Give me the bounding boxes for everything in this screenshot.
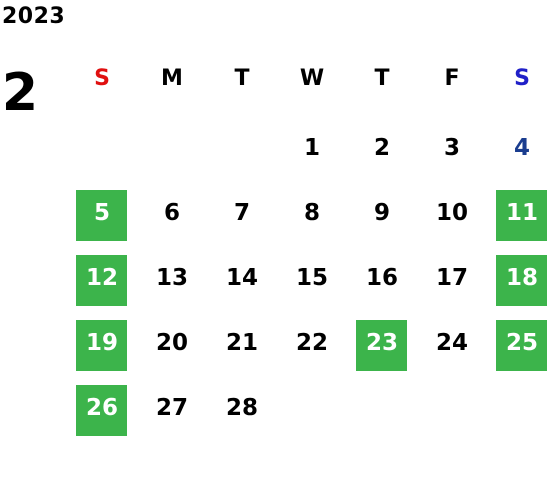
empty-day-cell <box>347 381 417 446</box>
day-cell[interactable]: 20 <box>137 316 207 381</box>
day-number: 18 <box>505 265 538 291</box>
day-number: 27 <box>155 395 188 421</box>
empty-day-cell <box>277 381 347 446</box>
weekday-header-sunday: S <box>94 65 110 91</box>
weekday-header-thursday: T <box>374 65 390 91</box>
day-number: 1 <box>303 135 320 161</box>
weekday-header-friday: F <box>444 65 460 91</box>
day-number: 19 <box>85 330 118 356</box>
day-number: 7 <box>233 200 250 226</box>
day-number: 10 <box>435 200 468 226</box>
day-cell[interactable]: 26 <box>67 381 137 446</box>
day-cell[interactable]: 25 <box>487 316 548 381</box>
year-label: 2023 <box>2 4 66 29</box>
empty-day-cell <box>487 381 548 446</box>
day-number: 6 <box>163 200 180 226</box>
day-number: 23 <box>365 330 398 356</box>
day-number: 5 <box>93 200 110 226</box>
day-number: 28 <box>225 395 258 421</box>
day-number: 4 <box>513 135 530 161</box>
day-number: 21 <box>225 330 258 356</box>
day-cell[interactable]: 5 <box>67 186 137 251</box>
day-cell[interactable]: 18 <box>487 251 548 316</box>
day-cell[interactable]: 28 <box>207 381 277 446</box>
day-number: 26 <box>85 395 118 421</box>
weekday-header-monday: M <box>161 65 183 91</box>
empty-day-cell <box>207 121 277 186</box>
day-cell[interactable]: 3 <box>417 121 487 186</box>
day-cell[interactable]: 1 <box>277 121 347 186</box>
day-cell[interactable]: 6 <box>137 186 207 251</box>
day-cell[interactable]: 15 <box>277 251 347 316</box>
weekday-header-tuesday: T <box>234 65 250 91</box>
empty-day-cell <box>137 121 207 186</box>
day-cell[interactable]: 7 <box>207 186 277 251</box>
day-number: 20 <box>155 330 188 356</box>
day-cell[interactable]: 19 <box>67 316 137 381</box>
empty-day-cell <box>67 121 137 186</box>
day-cell[interactable]: 17 <box>417 251 487 316</box>
day-cell[interactable]: 23 <box>347 316 417 381</box>
day-cell[interactable]: 16 <box>347 251 417 316</box>
day-cell[interactable]: 2 <box>347 121 417 186</box>
weekday-header-saturday: S <box>514 65 530 91</box>
day-number: 9 <box>373 200 390 226</box>
day-number: 13 <box>155 265 188 291</box>
day-cell[interactable]: 12 <box>67 251 137 316</box>
day-cell[interactable]: 21 <box>207 316 277 381</box>
day-number: 14 <box>225 265 258 291</box>
month-label: 2 <box>1 63 39 123</box>
day-number: 11 <box>505 200 538 226</box>
day-cell[interactable]: 13 <box>137 251 207 316</box>
day-number: 15 <box>295 265 328 291</box>
day-cell[interactable]: 10 <box>417 186 487 251</box>
day-cell[interactable]: 22 <box>277 316 347 381</box>
day-cell[interactable]: 14 <box>207 251 277 316</box>
day-cell[interactable]: 8 <box>277 186 347 251</box>
day-cell[interactable]: 4 <box>487 121 548 186</box>
weekday-header-wednesday: W <box>299 65 325 91</box>
day-number: 22 <box>295 330 328 356</box>
day-number: 24 <box>435 330 468 356</box>
day-cell[interactable]: 9 <box>347 186 417 251</box>
day-cell[interactable]: 11 <box>487 186 548 251</box>
empty-day-cell <box>417 381 487 446</box>
day-number: 3 <box>443 135 460 161</box>
day-number: 17 <box>435 265 468 291</box>
day-number: 16 <box>365 265 398 291</box>
day-cell[interactable]: 24 <box>417 316 487 381</box>
day-number: 8 <box>303 200 320 226</box>
day-number: 12 <box>85 265 118 291</box>
day-cell[interactable]: 27 <box>137 381 207 446</box>
day-number: 2 <box>373 135 390 161</box>
day-number: 25 <box>505 330 538 356</box>
